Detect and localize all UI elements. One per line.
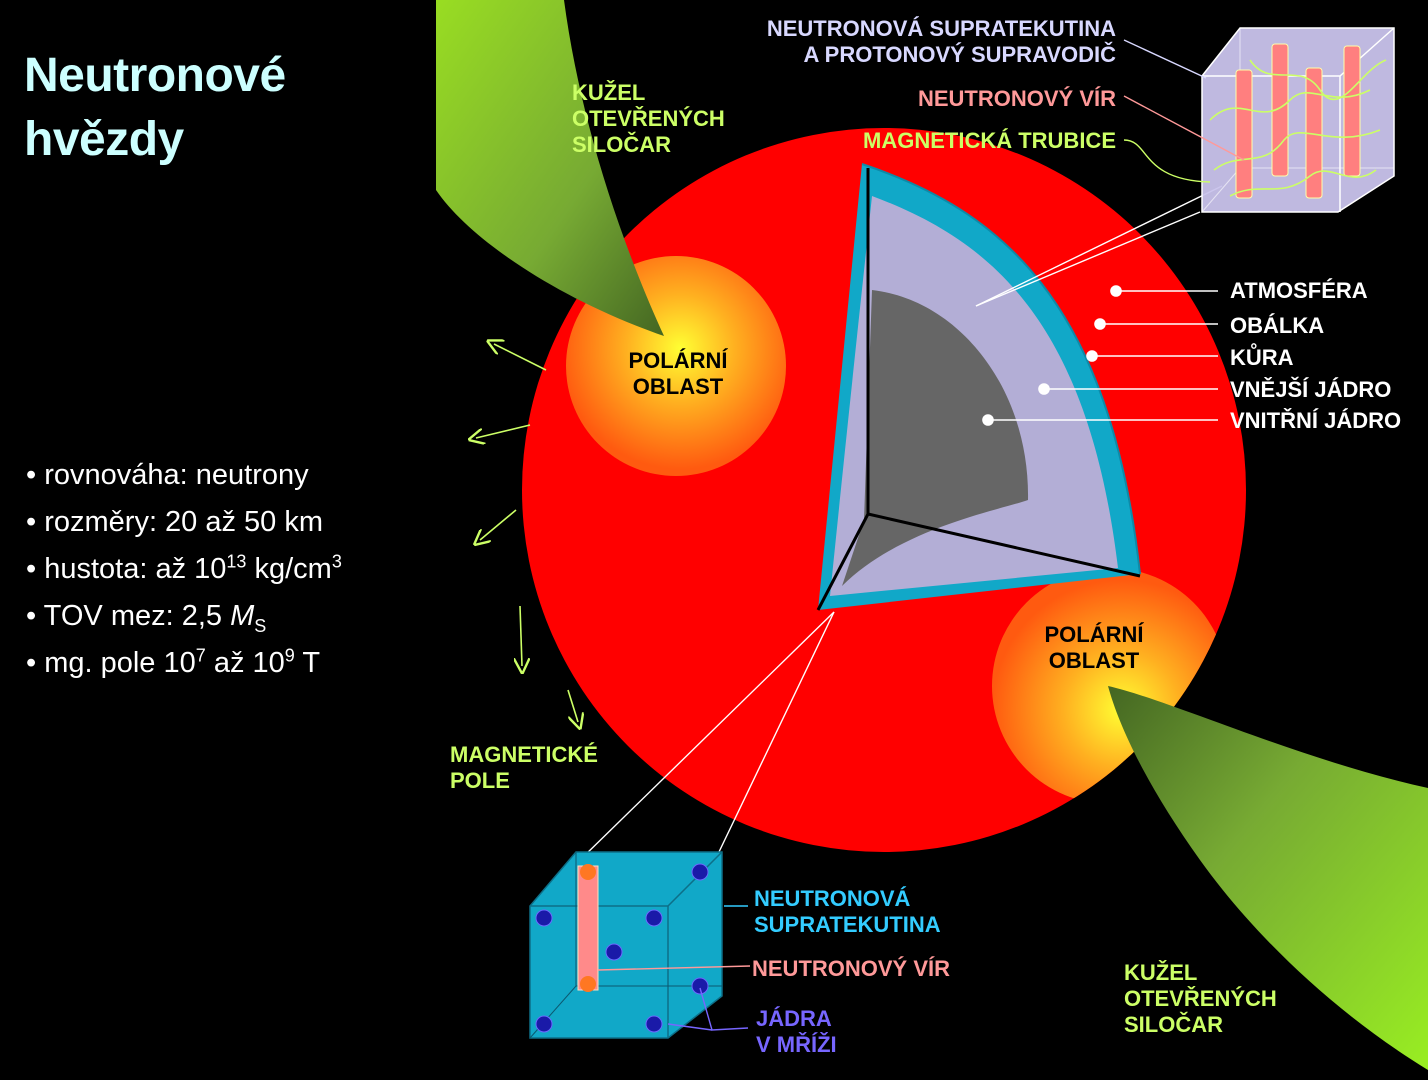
label-layer-inner-core: VNITŘNÍ JÁDRO	[1230, 408, 1402, 433]
label-flux-tube: MAGNETICKÁ TRUBICE	[863, 128, 1116, 153]
label-layer-atmosphere: ATMOSFÉRA	[1230, 278, 1368, 303]
label-vortex-bottom: NEUTRONOVÝ VÍR	[752, 956, 951, 981]
title-line-1: Neutronové	[24, 49, 286, 102]
lattice-inset-cube	[529, 851, 723, 1039]
list-item: • hustota: až 1013 kg/cm3	[26, 551, 342, 585]
vortex-tube-bottom	[577, 865, 599, 991]
layer-pointers	[982, 285, 1218, 426]
star-cutaway	[816, 163, 1141, 611]
vortex-tubes-top	[1235, 43, 1361, 199]
magnetic-field-arrows	[476, 344, 578, 722]
title-line-2: hvězdy	[24, 113, 184, 166]
open-field-cone-top	[436, 0, 664, 336]
properties-list: • rovnováha: neutrony • rozměry: 20 až 5…	[26, 452, 342, 687]
list-item: • rozměry: 20 až 50 km	[26, 506, 324, 538]
page-title: Neutronové hvězdy	[24, 44, 286, 172]
flux-tube-lines	[1209, 59, 1387, 197]
inner-core-layer	[842, 290, 1029, 586]
label-vortex-top: NEUTRONOVÝ VÍR	[917, 86, 1116, 111]
list-item: • TOV mez: 2,5 MS	[26, 600, 267, 636]
superfluid-inset-cube	[1201, 27, 1395, 213]
label-layer-envelope: OBÁLKA	[1230, 313, 1325, 338]
open-field-cone-bottom	[1108, 686, 1428, 1070]
lattice-nuclei-dots	[535, 863, 709, 1033]
label-layer-outer-core: VNĚJŠÍ JÁDRO	[1230, 377, 1392, 402]
vortex-end-bottom	[580, 976, 596, 992]
label-layer-crust: KŮRA	[1230, 345, 1294, 370]
vortex-end-top	[580, 864, 596, 880]
list-item: • mg. pole 107 až 109 T	[26, 645, 321, 679]
list-item: • rovnováha: neutrony	[26, 459, 309, 491]
